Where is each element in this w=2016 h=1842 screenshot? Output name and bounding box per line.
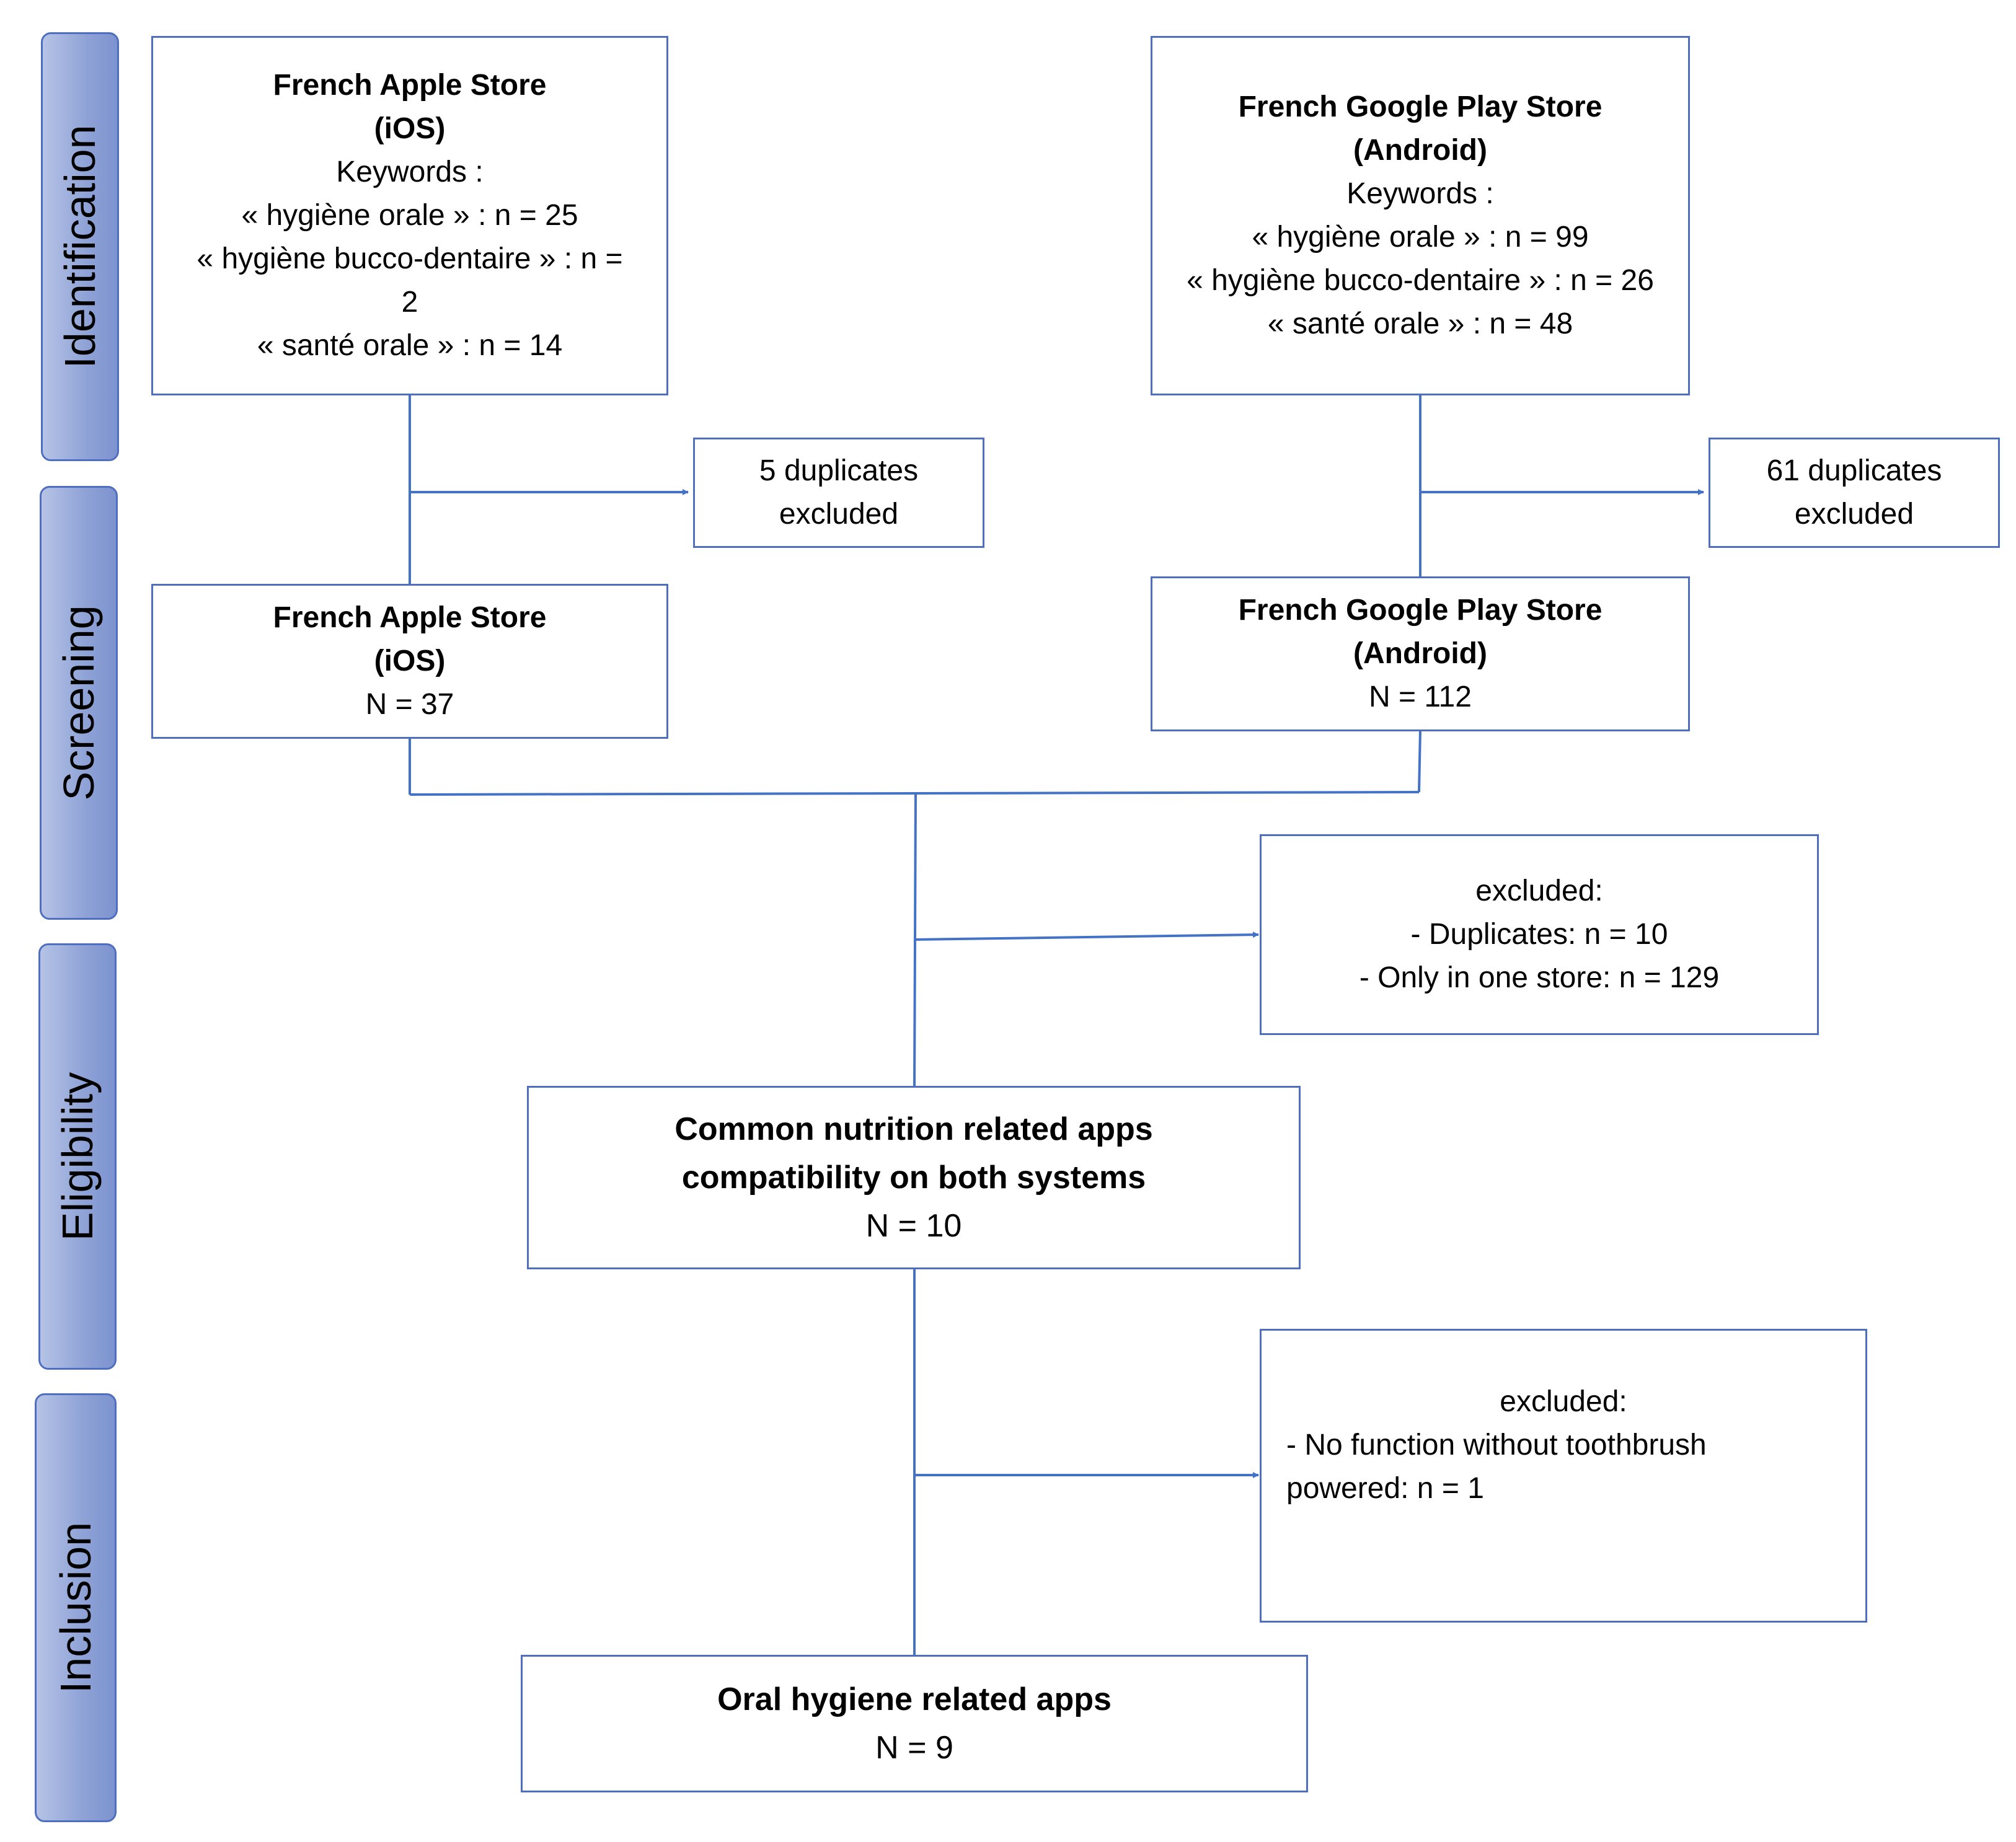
- apple-keywords-label: Keywords :: [336, 156, 484, 188]
- apple-search-subtitle: (iOS): [374, 112, 446, 145]
- excluded-box-2: excluded: - No function without toothbru…: [1260, 1329, 1867, 1623]
- google-keyword-line-2: « hygiène bucco-dentaire » : n = 26: [1187, 264, 1654, 297]
- connector-to-excluded-1: [914, 932, 1259, 941]
- apple-keyword-line-1: « hygiène orale » : n = 25: [241, 199, 578, 232]
- apple-screen-title: French Apple Store: [273, 601, 547, 634]
- stage-identification: Identification: [41, 32, 119, 461]
- stage-eligibility: Eligibility: [38, 943, 117, 1370]
- excluded-2-line-2: powered: n = 1: [1286, 1472, 1484, 1505]
- apple-search-box: French Apple Store (iOS) Keywords : « hy…: [151, 36, 668, 395]
- google-screen-title: French Google Play Store: [1238, 594, 1603, 627]
- excluded-box-1: excluded: - Duplicates: n = 10 - Only in…: [1260, 834, 1819, 1035]
- common-apps-box: Common nutrition related apps compatibil…: [527, 1086, 1301, 1269]
- apple-screen-box: French Apple Store (iOS) N = 37: [151, 584, 668, 739]
- google-screen-count: N = 112: [1369, 681, 1472, 713]
- apple-duplicates-line-2: excluded: [779, 498, 899, 531]
- final-apps-box: Oral hygiene related apps N = 9: [521, 1655, 1308, 1792]
- google-screen-subtitle: (Android): [1353, 637, 1487, 670]
- apple-duplicates-line-1: 5 duplicates: [759, 454, 919, 487]
- final-apps-count: N = 9: [875, 1730, 953, 1766]
- excluded-2-line-1: - No function without toothbrush: [1286, 1429, 1707, 1461]
- common-apps-count: N = 10: [865, 1208, 962, 1244]
- google-search-subtitle: (Android): [1353, 134, 1487, 167]
- stage-inclusion: Inclusion: [35, 1393, 117, 1822]
- apple-duplicates-box: 5 duplicates excluded: [693, 438, 984, 548]
- google-search-title: French Google Play Store: [1238, 90, 1603, 123]
- apple-search-title: French Apple Store: [273, 69, 547, 102]
- google-duplicates-line-1: 61 duplicates: [1766, 454, 1942, 487]
- excluded-1-title: excluded:: [1475, 875, 1603, 907]
- google-keywords-label: Keywords :: [1346, 177, 1494, 210]
- excluded-1-line-1: - Duplicates: n = 10: [1410, 918, 1668, 951]
- common-apps-line-2: compatibility on both systems: [681, 1160, 1146, 1196]
- apple-keyword-line-3: 2: [401, 286, 418, 319]
- common-apps-line-1: Common nutrition related apps: [674, 1111, 1153, 1147]
- google-duplicates-box: 61 duplicates excluded: [1709, 438, 2000, 548]
- google-search-box: French Google Play Store (Android) Keywo…: [1151, 36, 1690, 395]
- apple-keyword-line-2: « hygiène bucco-dentaire » : n =: [197, 242, 623, 275]
- apple-screen-count: N = 37: [365, 688, 454, 721]
- google-screen-box: French Google Play Store (Android) N = 1…: [1151, 576, 1690, 731]
- final-apps-title: Oral hygiene related apps: [717, 1681, 1112, 1717]
- apple-screen-subtitle: (iOS): [374, 645, 446, 677]
- excluded-1-line-2: - Only in one store: n = 129: [1359, 961, 1720, 994]
- google-keyword-line-1: « hygiène orale » : n = 99: [1252, 221, 1589, 253]
- apple-keyword-line-4: « santé orale » : n = 14: [257, 329, 563, 362]
- excluded-2-title: excluded:: [1500, 1385, 1627, 1418]
- google-keyword-line-3: « santé orale » : n = 48: [1267, 307, 1573, 340]
- connector-google-screen-down: [1418, 729, 1421, 793]
- stage-screening: Screening: [40, 486, 118, 920]
- google-duplicates-line-2: excluded: [1794, 498, 1914, 531]
